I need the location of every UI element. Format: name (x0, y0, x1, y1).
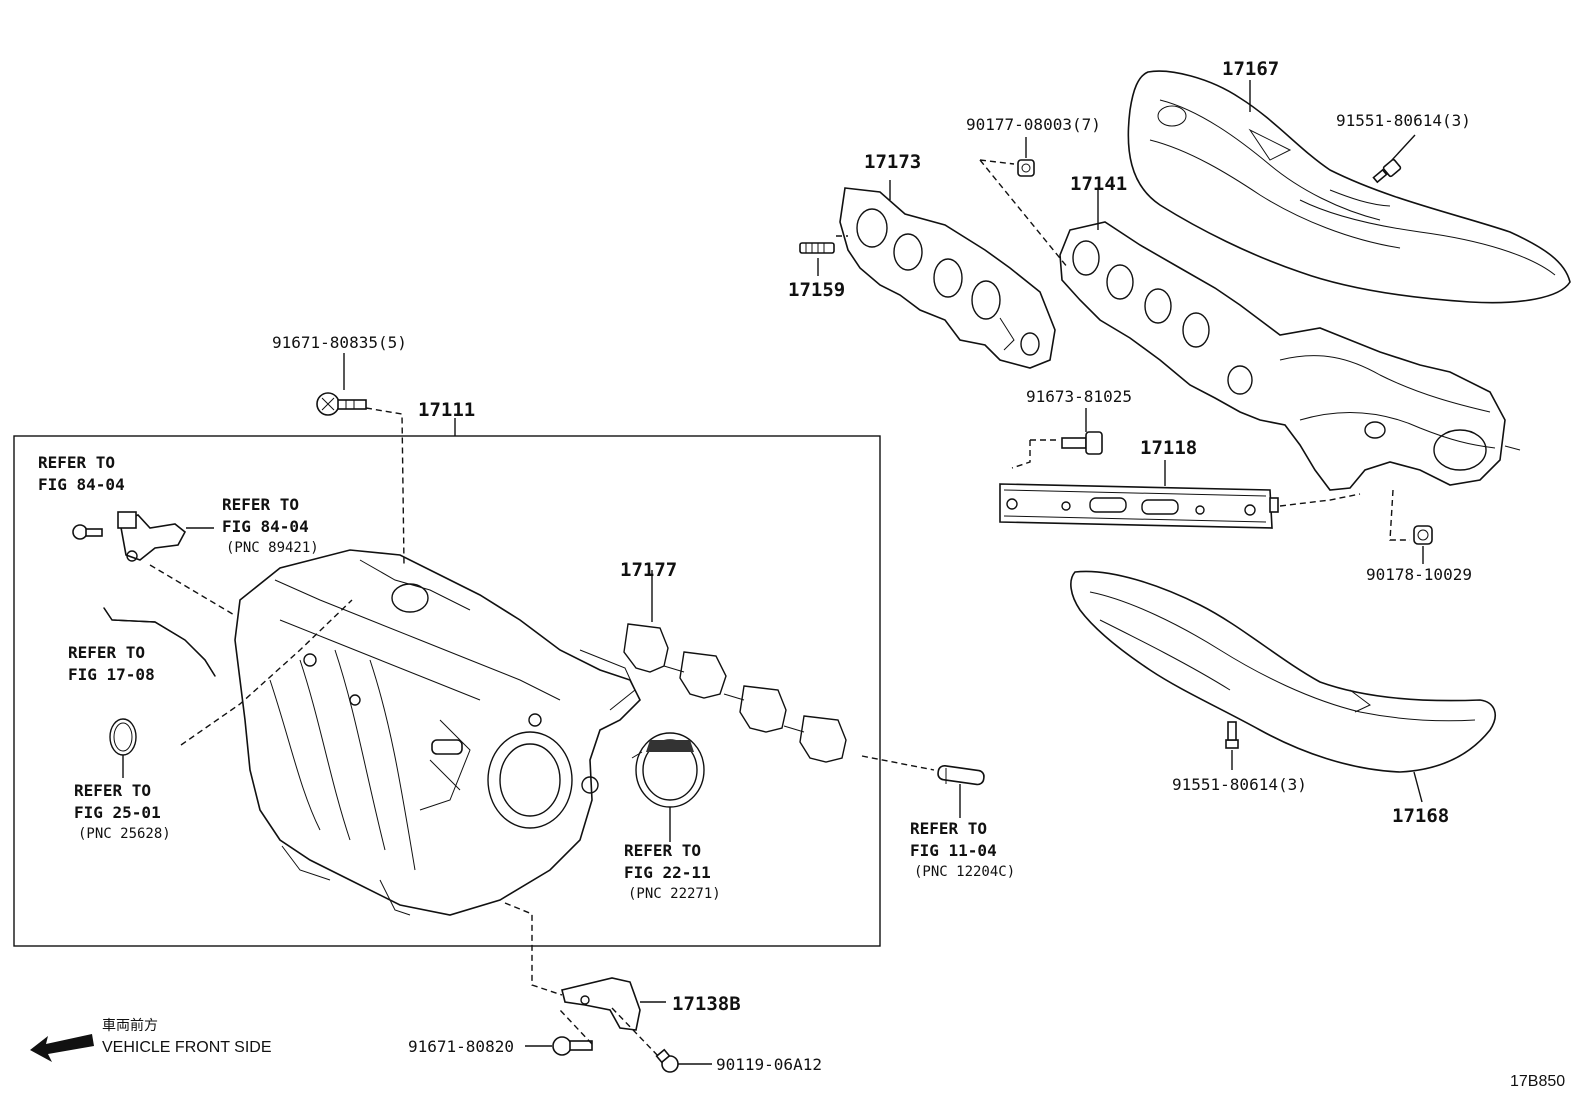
bolt-91551-lower (1225, 721, 1239, 749)
exhaust-gasket-shape (839, 187, 1056, 369)
part-number-17159: 17159 (788, 279, 845, 301)
figure-id: 17B850 (1510, 1073, 1565, 1090)
svg-text:FIG 11-04: FIG 11-04 (910, 841, 997, 860)
refer-84-04-sensor-bolt: REFER TO FIG 84-04 (38, 453, 125, 494)
bolt-91671-80835 (316, 392, 367, 416)
fastener-91673-81025: 91673-81025 (1026, 387, 1132, 406)
svg-text:FIG 17-08: FIG 17-08 (68, 665, 155, 684)
dashed-connectors (149, 159, 1410, 1059)
fastener-91551-80614-lower: 91551-80614(3) (1172, 775, 1307, 794)
fastener-90178-10029: 90178-10029 (1366, 565, 1472, 584)
bolt-91673 (1061, 431, 1103, 455)
svg-text:FIG 84-04: FIG 84-04 (222, 517, 309, 536)
fastener-91551-80614-upper: 91551-80614(3) (1336, 111, 1471, 130)
svg-text:(PNC 89421): (PNC 89421) (226, 540, 319, 556)
bolt-91671-80820 (552, 1036, 593, 1056)
lower-heat-insulator-shape (1070, 570, 1496, 773)
bolt-91551-upper (1372, 158, 1402, 184)
intake-manifold-shape (234, 549, 641, 916)
refer-25-01-o-ring: REFER TO FIG 25-01 (PNC 25628) (74, 781, 171, 842)
svg-text:(PNC 25628): (PNC 25628) (78, 826, 171, 842)
stud-17159 (799, 242, 835, 254)
svg-text:FIG 25-01: FIG 25-01 (74, 803, 161, 822)
bracket-17138b-shape (561, 977, 641, 1031)
fastener-91671-80835: 91671-80835(5) (272, 333, 407, 352)
vehicle-front-en: VEHICLE FRONT SIDE (102, 1039, 272, 1056)
svg-text:FIG 22-11: FIG 22-11 (624, 863, 711, 882)
refer-22-11-throttle-gasket: REFER TO FIG 22-11 (PNC 22271) (624, 841, 721, 902)
intake-gasket-shape (623, 623, 847, 763)
svg-text:REFER TO: REFER TO (910, 819, 987, 838)
svg-text:REFER TO: REFER TO (68, 643, 145, 662)
part-number-17167: 17167 (1222, 58, 1279, 80)
bolt-90119 (655, 1048, 679, 1073)
part-number-17141: 17141 (1070, 173, 1127, 195)
fastener-91671-80820: 91671-80820 (408, 1037, 514, 1056)
throttle-gasket-shape (631, 732, 705, 808)
vehicle-front-jp: 車両前方 (102, 1017, 158, 1034)
pcv-valve-shape (937, 764, 985, 786)
fastener-90177-08003: 90177-08003(7) (966, 115, 1101, 134)
refer-11-04-pcv-valve: REFER TO FIG 11-04 (PNC 12204C) (910, 819, 1015, 880)
svg-text:REFER TO: REFER TO (74, 781, 151, 800)
manifold-stay-shape (999, 483, 1279, 529)
svg-text:REFER TO: REFER TO (222, 495, 299, 514)
part-number-17168: 17168 (1392, 805, 1449, 827)
nut-90178 (1413, 525, 1433, 545)
bolt-sensor (72, 524, 103, 540)
part-number-17138b: 17138B (672, 993, 741, 1015)
upper-heat-insulator-shape (1127, 70, 1571, 304)
part-number-17173: 17173 (864, 151, 921, 173)
svg-text:(PNC 22271): (PNC 22271) (628, 886, 721, 902)
part-number-17118: 17118 (1140, 437, 1197, 459)
nut-90177 (1017, 159, 1035, 177)
svg-text:REFER TO: REFER TO (38, 453, 115, 472)
svg-text:(PNC 12204C): (PNC 12204C) (914, 864, 1015, 880)
refer-17-08-hose: REFER TO FIG 17-08 (68, 643, 155, 684)
fastener-90119-06a12: 90119-06A12 (716, 1055, 822, 1074)
svg-text:FIG 84-04: FIG 84-04 (38, 475, 125, 494)
intake-manifold-group-box (13, 435, 881, 947)
part-number-17111: 17111 (418, 399, 475, 421)
leader-lines (122, 80, 1424, 1065)
vehicle-front-indicator: 車両前方 VEHICLE FRONT SIDE (30, 1017, 272, 1062)
svg-text:REFER TO: REFER TO (624, 841, 701, 860)
front-arrow-icon (30, 1034, 94, 1062)
refer-84-04-sensor: REFER TO FIG 84-04 (PNC 89421) (222, 495, 319, 556)
sensor-shape (117, 511, 187, 562)
exhaust-manifold-shape (1059, 221, 1521, 491)
part-number-17177: 17177 (620, 559, 677, 581)
